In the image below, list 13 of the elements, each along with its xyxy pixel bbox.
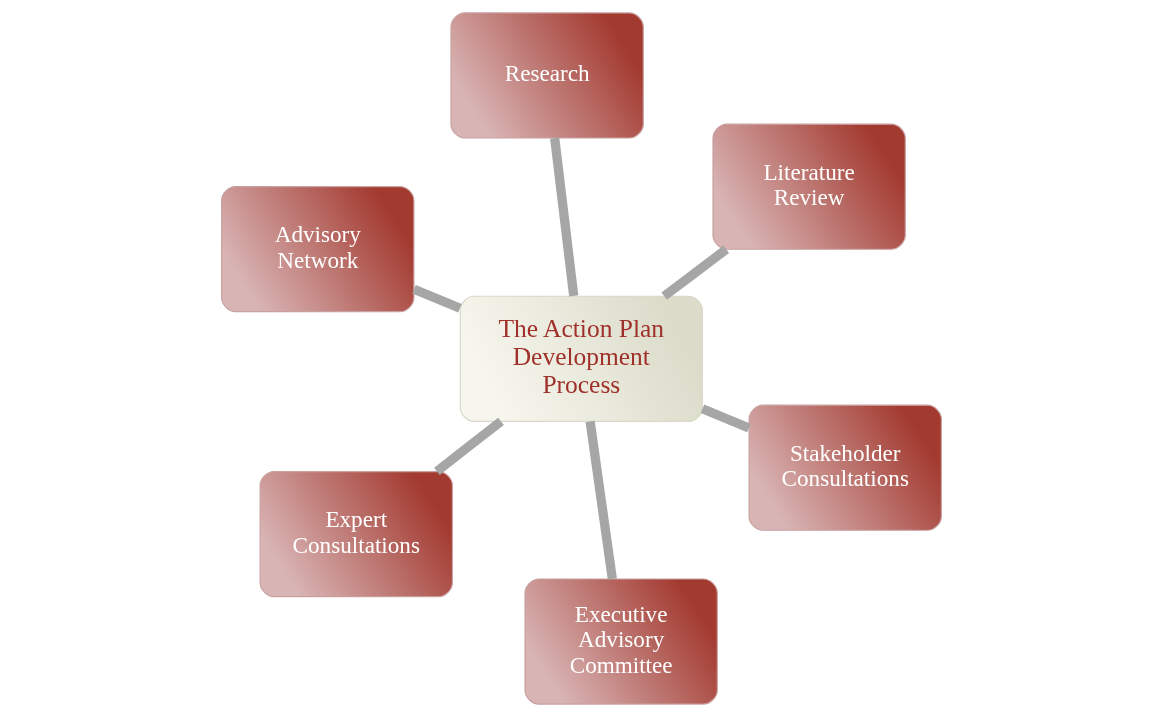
node-box: Executive Advisory Committee xyxy=(523,578,718,705)
node-box: Research xyxy=(449,12,644,139)
node-box: Literature Review xyxy=(711,123,906,250)
connector xyxy=(433,417,504,475)
connector xyxy=(411,284,462,313)
connector xyxy=(585,420,617,580)
node-box: The Action Plan Development Process xyxy=(459,295,703,422)
node-box: Advisory Network xyxy=(220,186,414,313)
connector xyxy=(549,137,578,297)
node-box: Expert Consultations xyxy=(259,471,453,598)
connector xyxy=(660,245,729,300)
connector xyxy=(700,404,751,433)
node-box: Stakeholder Consultations xyxy=(748,404,942,531)
